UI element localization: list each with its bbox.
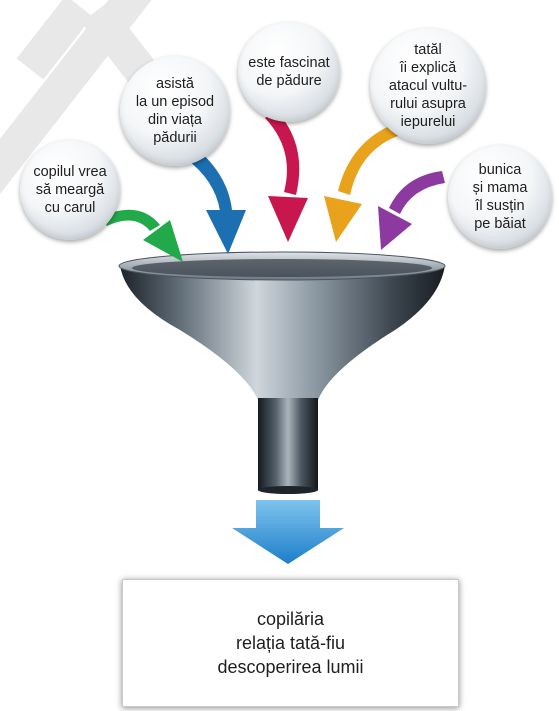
result-line: copilăria: [256, 609, 325, 629]
input-bubble-5: bunica și mama îl susțin pe băiat: [448, 145, 552, 249]
bubble-text-line: cu carul: [44, 200, 96, 216]
bubble-text-line: pădurii: [153, 130, 197, 146]
bubble-text-line: bunica: [478, 162, 522, 178]
input-arrow-red: [265, 110, 308, 242]
bubble-text-line: la un episod: [135, 94, 215, 110]
funnel-bowl: [120, 265, 445, 400]
bubble-text-line: să meargă: [35, 182, 105, 198]
funnel-stem: [258, 398, 318, 490]
input-arrow-orange: [324, 124, 398, 242]
input-arrow-blue: [185, 148, 246, 254]
bubble-text-line: iepurelui: [400, 114, 456, 130]
input-bubble-3: este fascinat de pădure: [238, 22, 340, 122]
bubble-text-line: asistă: [156, 76, 194, 92]
bubble-text-line: este fascinat: [248, 55, 330, 71]
input-bubble-1: copilul vrea să meargă cu carul: [20, 140, 120, 240]
input-bubble-4: tatăl îi explică atacul vultu- rului asu…: [370, 28, 486, 144]
input-arrow-green: [102, 209, 183, 262]
bubble-text-line: îl susțin: [475, 198, 525, 214]
input-bubble-2: asistă la un episod din viața pădurii: [120, 56, 230, 166]
bubble-text-line: îi explică: [399, 60, 457, 76]
bubble-text-line: și mama: [472, 180, 528, 196]
bubble-text-line: de pădure: [256, 73, 322, 89]
bubble-text-line: pe băiat: [474, 216, 526, 232]
result-box: copilăria relația tată-fiu descoperirea …: [122, 579, 459, 707]
bubble-text-line: copilul vrea: [33, 164, 107, 180]
result-line: descoperirea lumii: [217, 657, 364, 677]
input-arrow-purple: [378, 171, 445, 250]
result-line: relația tată-fiu: [235, 633, 346, 653]
bubble-text-line: din viața: [147, 112, 202, 128]
bubble-text-line: atacul vultu-: [388, 78, 468, 94]
output-arrow: [232, 500, 344, 564]
bubble-text-line: tatăl: [414, 42, 442, 58]
bubble-text-line: rului asupra: [390, 96, 466, 112]
